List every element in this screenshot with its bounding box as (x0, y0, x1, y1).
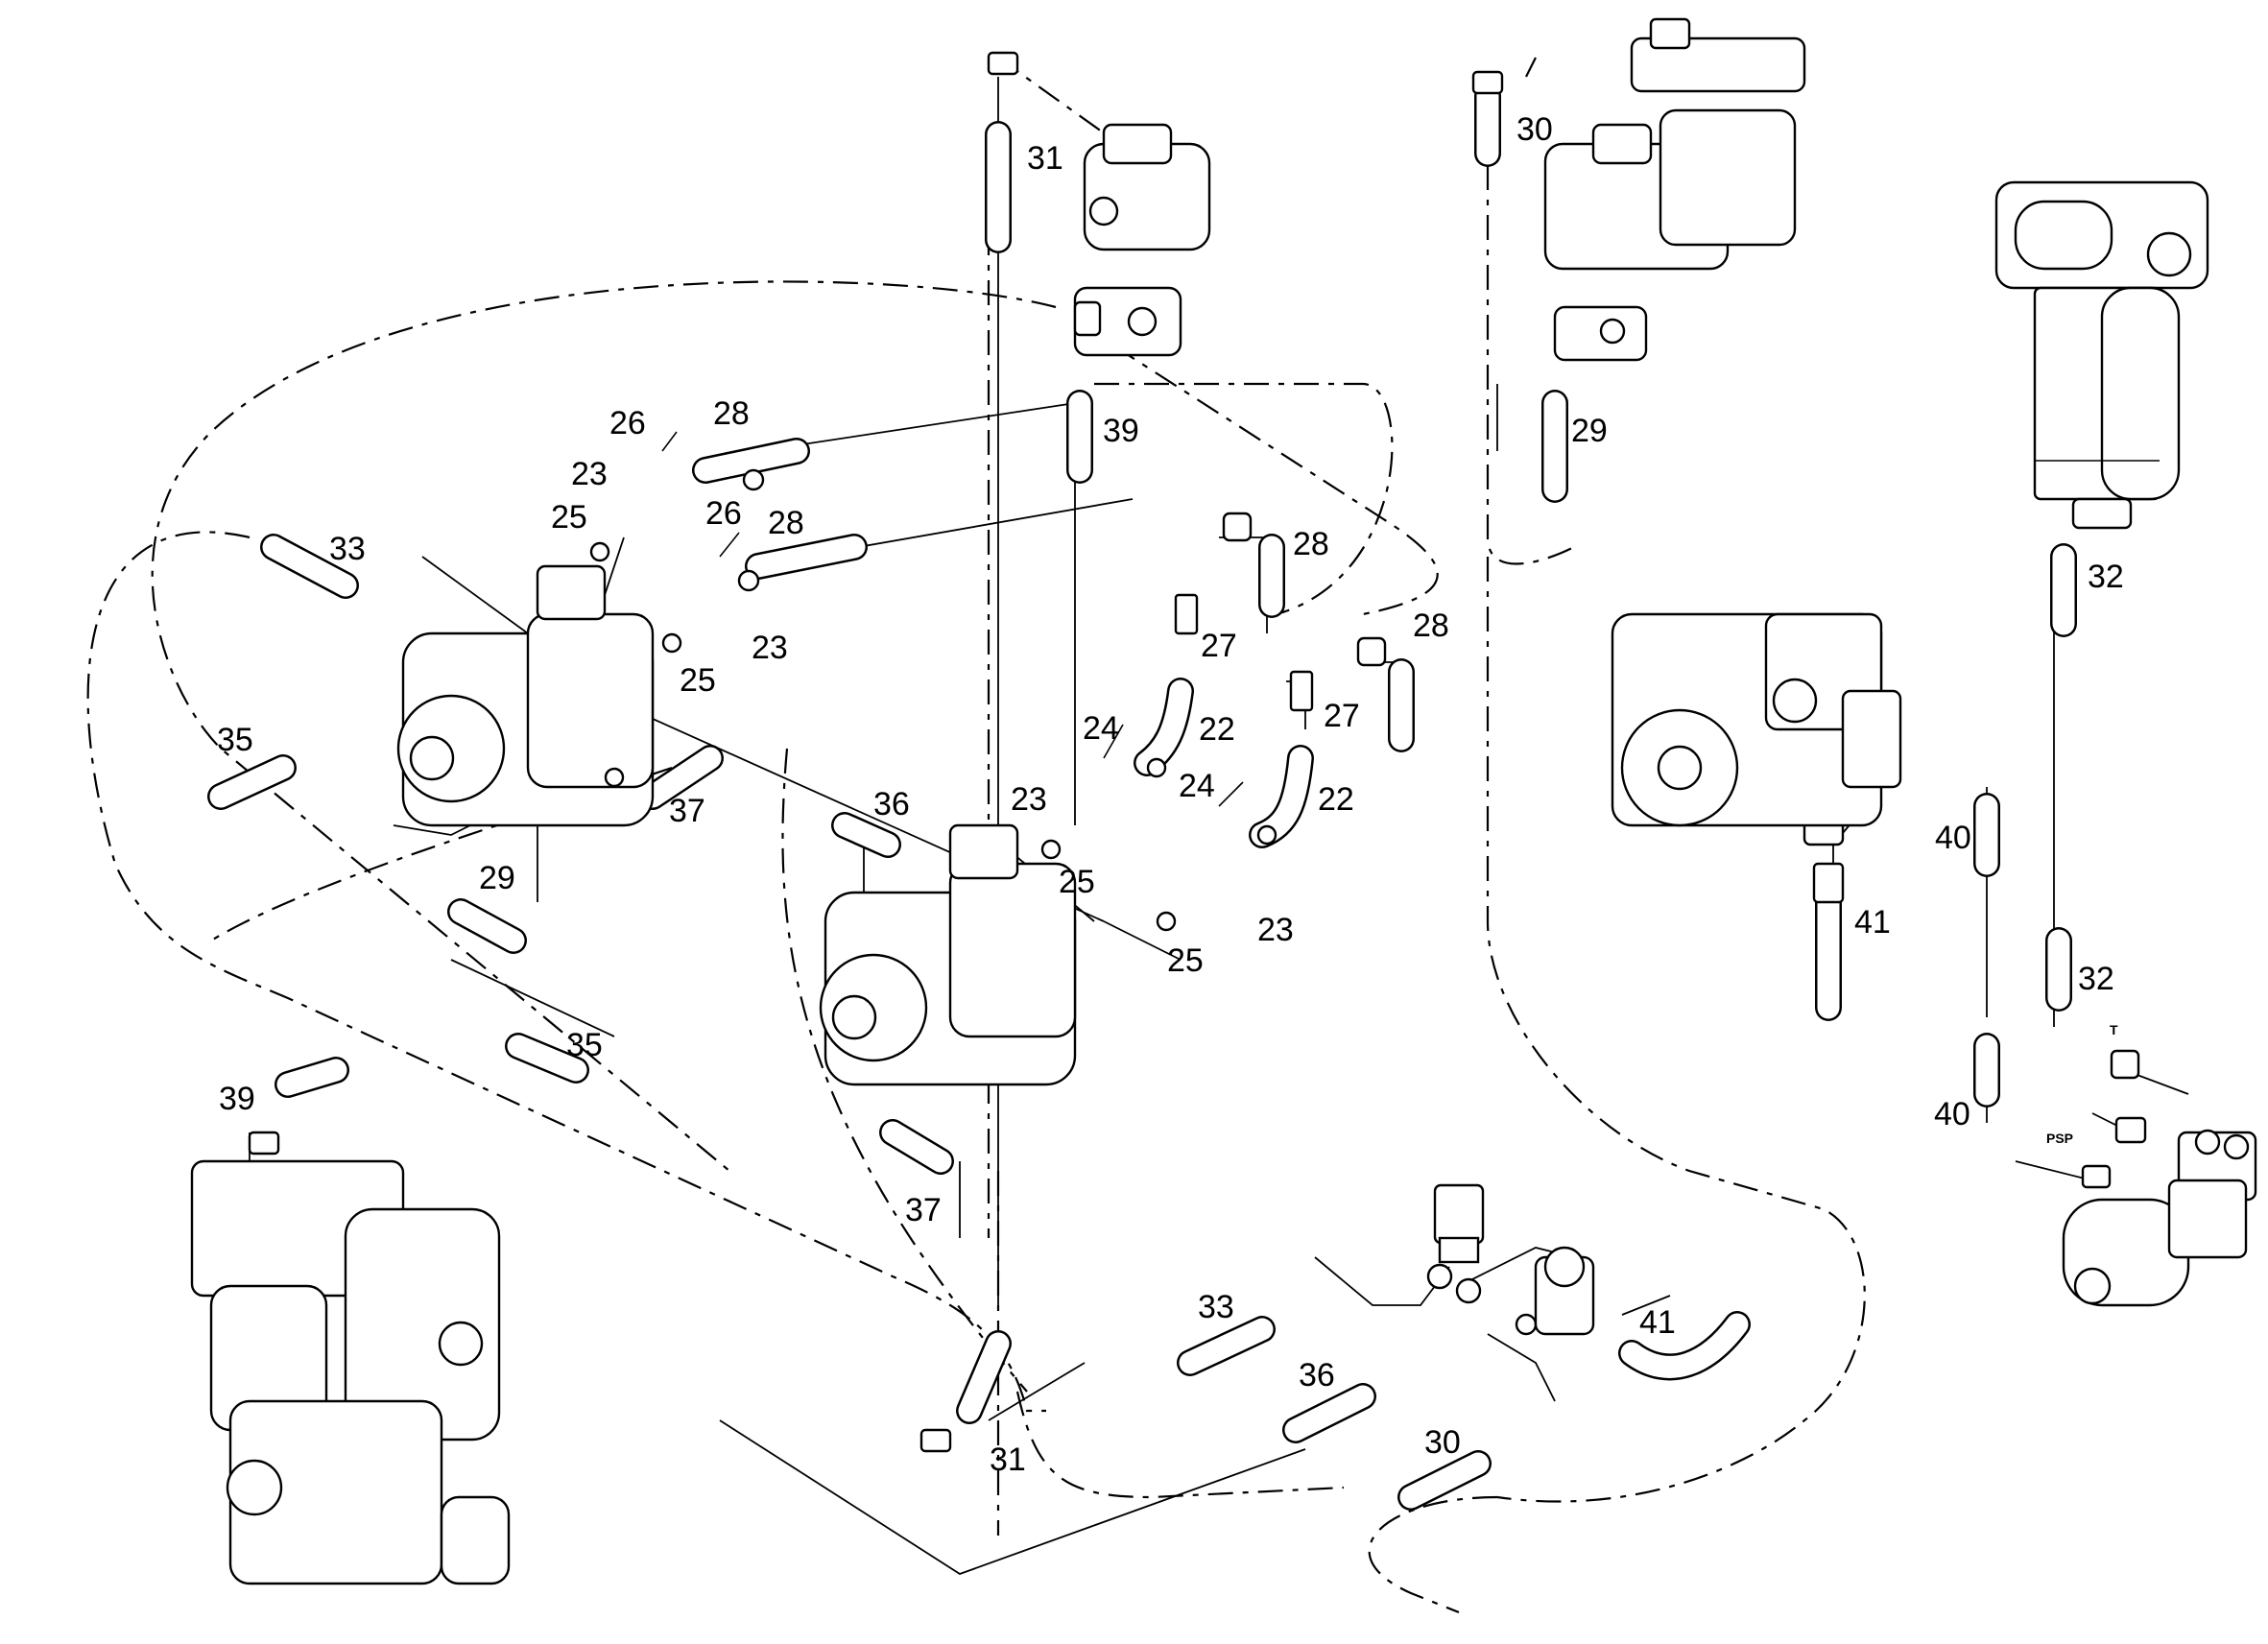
port-label-t: T (2110, 1022, 2118, 1037)
callout-25: 25 (680, 662, 716, 699)
callout-23: 23 (571, 456, 608, 492)
callout-29: 29 (1571, 413, 1608, 449)
callout-37: 37 (669, 793, 705, 829)
callout-22: 22 (1199, 711, 1235, 748)
callout-labels: 31 30 26 28 23 25 26 28 33 39 29 28 28 3… (217, 111, 2124, 1478)
variable-pump-right (1611, 612, 1902, 827)
callout-37: 37 (905, 1192, 942, 1228)
callout-35: 35 (566, 1027, 603, 1063)
callout-24: 24 (1179, 768, 1215, 804)
callout-25: 25 (1167, 942, 1204, 979)
valve-motor-bottom-right (2062, 1129, 2257, 1307)
callout-25: 25 (551, 499, 587, 536)
callout-35: 35 (217, 722, 253, 758)
motor-center (819, 823, 1077, 1086)
callout-28: 28 (768, 505, 804, 541)
callout-27: 27 (1201, 628, 1237, 664)
callout-33: 33 (329, 531, 366, 567)
callout-32: 32 (2078, 961, 2114, 997)
callout-22: 22 (1318, 781, 1354, 818)
hoses (207, 83, 2077, 1511)
callout-39: 39 (1103, 413, 1139, 449)
callout-23: 23 (752, 630, 788, 666)
callout-36: 36 (1299, 1357, 1335, 1394)
callout-40: 40 (1934, 1096, 1970, 1132)
callout-41: 41 (1854, 904, 1891, 941)
motor-upper-left (396, 564, 655, 827)
port-label-psp: PSP (2046, 1131, 2073, 1146)
callout-28: 28 (1413, 608, 1449, 644)
callout-39: 39 (219, 1081, 255, 1117)
routing-lines (86, 57, 1866, 1614)
filter-unit (1994, 180, 2209, 530)
callout-33: 33 (1198, 1289, 1234, 1325)
callout-25: 25 (1059, 864, 1095, 900)
callout-24: 24 (1083, 710, 1119, 747)
callout-32: 32 (2088, 559, 2124, 595)
callout-26: 26 (705, 495, 742, 532)
small-pump-top (1073, 123, 1211, 357)
tandem-pump-top (1543, 17, 1806, 362)
callout-41: 41 (1639, 1304, 1676, 1341)
callout-31: 31 (990, 1441, 1026, 1478)
callout-27: 27 (1324, 698, 1360, 734)
callout-23: 23 (1257, 912, 1294, 948)
callout-26: 26 (609, 405, 646, 441)
callout-28: 28 (1293, 526, 1329, 562)
fittings (248, 51, 2147, 1453)
callout-29: 29 (479, 860, 515, 896)
callout-23: 23 (1011, 781, 1047, 818)
callout-28: 28 (713, 395, 750, 432)
callout-40: 40 (1935, 820, 1971, 856)
transmission-bottom-left (190, 1159, 511, 1585)
callout-30: 30 (1516, 111, 1553, 148)
callout-36: 36 (873, 786, 910, 822)
callout-31: 31 (1027, 140, 1063, 177)
callout-30: 30 (1424, 1424, 1461, 1461)
